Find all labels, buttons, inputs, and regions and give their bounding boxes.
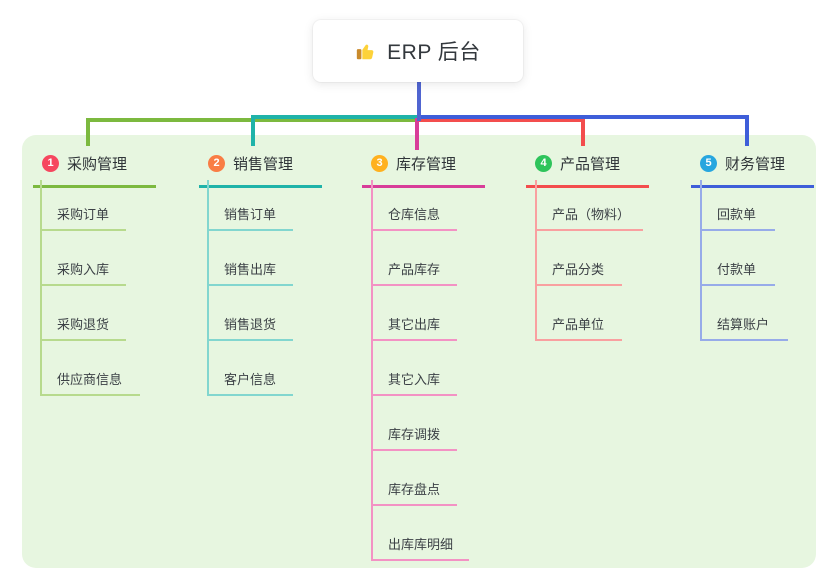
child-node[interactable]: 产品库存 bbox=[371, 256, 457, 286]
child-node[interactable]: 销售退货 bbox=[207, 311, 293, 341]
child-node[interactable]: 出库库明细 bbox=[371, 531, 469, 561]
child-node[interactable]: 产品（物料） bbox=[535, 201, 643, 231]
child-node[interactable]: 采购订单 bbox=[40, 201, 126, 231]
branch-3-spine bbox=[371, 180, 373, 561]
branch-node-finance[interactable]: 5 财务管理 bbox=[691, 149, 814, 188]
child-node[interactable]: 结算账户 bbox=[700, 311, 788, 341]
badge-3: 3 bbox=[371, 154, 388, 172]
badge-5: 5 bbox=[700, 154, 717, 172]
child-node[interactable]: 仓库信息 bbox=[371, 201, 457, 231]
branch-node-purchase[interactable]: 1 采购管理 bbox=[33, 149, 156, 188]
branch-node-inventory[interactable]: 3 库存管理 bbox=[362, 149, 485, 188]
badge-2: 2 bbox=[208, 154, 225, 172]
branch-2-spine bbox=[207, 180, 209, 396]
branch-5-spine bbox=[700, 180, 702, 341]
branches-backdrop-panel bbox=[22, 135, 816, 568]
branch-label: 产品管理 bbox=[560, 155, 621, 173]
child-node[interactable]: 产品分类 bbox=[535, 256, 622, 286]
branch-node-product[interactable]: 4 产品管理 bbox=[526, 149, 649, 188]
branch-1-spine bbox=[40, 180, 42, 396]
badge-1: 1 bbox=[42, 154, 59, 172]
child-node[interactable]: 采购入库 bbox=[40, 256, 126, 286]
child-node[interactable]: 其它出库 bbox=[371, 311, 457, 341]
child-node[interactable]: 库存调拨 bbox=[371, 421, 457, 451]
child-node[interactable]: 供应商信息 bbox=[40, 366, 140, 396]
root-node[interactable]: ERP 后台 bbox=[313, 20, 523, 82]
root-node-label: ERP 后台 bbox=[387, 41, 481, 64]
child-node[interactable]: 其它入库 bbox=[371, 366, 457, 396]
branch-label: 采购管理 bbox=[67, 155, 128, 173]
child-node[interactable]: 产品单位 bbox=[535, 311, 622, 341]
branch-label: 财务管理 bbox=[725, 155, 786, 173]
thumbs-up-icon bbox=[357, 44, 374, 60]
child-node[interactable]: 库存盘点 bbox=[371, 476, 457, 506]
branch-label: 销售管理 bbox=[233, 155, 294, 173]
child-node[interactable]: 销售出库 bbox=[207, 256, 293, 286]
child-node[interactable]: 采购退货 bbox=[40, 311, 126, 341]
child-node[interactable]: 回款单 bbox=[700, 201, 775, 231]
branch-label: 库存管理 bbox=[396, 155, 457, 173]
branch-4-spine bbox=[535, 180, 537, 341]
child-node[interactable]: 销售订单 bbox=[207, 201, 293, 231]
branch-node-sales[interactable]: 2 销售管理 bbox=[199, 149, 322, 188]
child-node[interactable]: 客户信息 bbox=[207, 366, 293, 396]
child-node[interactable]: 付款单 bbox=[700, 256, 775, 286]
badge-4: 4 bbox=[535, 154, 552, 172]
